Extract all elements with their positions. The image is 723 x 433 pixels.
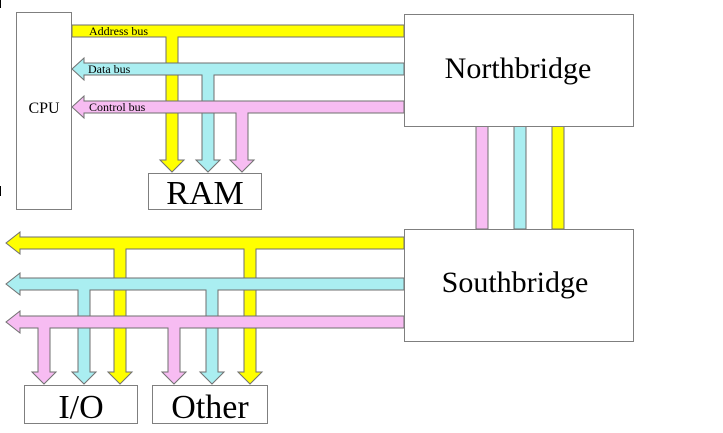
address-bus-sb [5,230,405,385]
other-label: Other [171,389,249,426]
other-box [152,385,268,424]
southbridge-box [404,229,634,342]
ram-label: RAM [166,175,243,212]
cpu-box [16,12,72,210]
io-label: I/O [58,389,103,426]
cpu-label: CPU [28,100,60,117]
ram-box [148,173,262,210]
data-bus-cpu [71,56,405,173]
control-bus-nb-sb [475,125,489,230]
data-bus-label: Data bus [88,62,131,76]
northbridge-label: Northbridge [445,52,592,85]
northbridge-box [404,14,634,127]
southbridge-label: Southbridge [442,266,589,299]
control-bus-label: Control bus [89,100,146,114]
data-bus-nb-sb [513,125,527,230]
io-box [24,385,138,424]
address-bus-label: Address bus [89,24,148,38]
address-bus-nb-sb [551,125,565,230]
control-bus-cpu [71,94,405,173]
